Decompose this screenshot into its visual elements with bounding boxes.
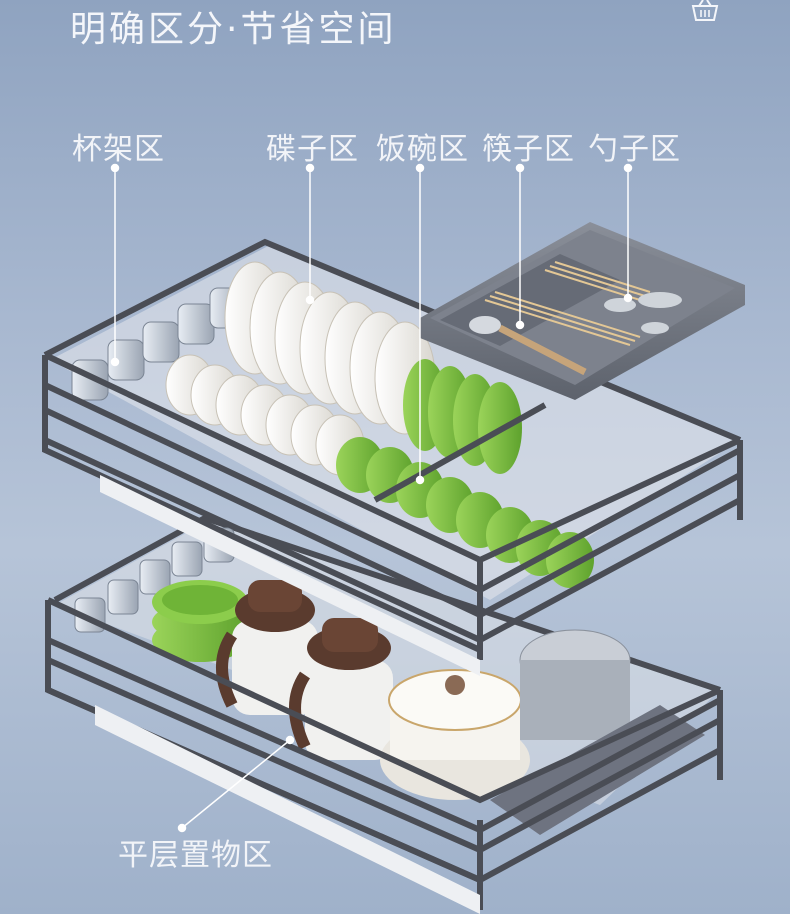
steel-pot <box>519 629 631 740</box>
zone-label-flat-storage: 平层置物区 <box>118 838 273 873</box>
zone-label-chopsticks: 筷子区 <box>482 132 575 167</box>
upper-basket <box>42 238 743 676</box>
kettle-1 <box>216 580 318 715</box>
zone-label-bowl: 饭碗区 <box>376 132 469 167</box>
kettle-2 <box>289 618 393 760</box>
white-bowl-row <box>165 354 365 476</box>
green-bowl-row <box>336 437 594 588</box>
green-bowl-stack <box>152 580 248 662</box>
lower-basket <box>45 514 723 914</box>
plate-rack <box>224 261 436 435</box>
zone-label-plate: 碟子区 <box>266 132 359 167</box>
white-pot <box>380 669 530 800</box>
zone-label-cup-rack: 杯架区 <box>72 132 165 167</box>
zone-label-spoon: 勺子区 <box>588 132 681 167</box>
headline: 明确区分·节省空间 <box>70 9 397 50</box>
utensil-tray <box>420 222 745 400</box>
shopping-basket-icon[interactable] <box>690 0 720 22</box>
callout-lines <box>110 163 633 833</box>
